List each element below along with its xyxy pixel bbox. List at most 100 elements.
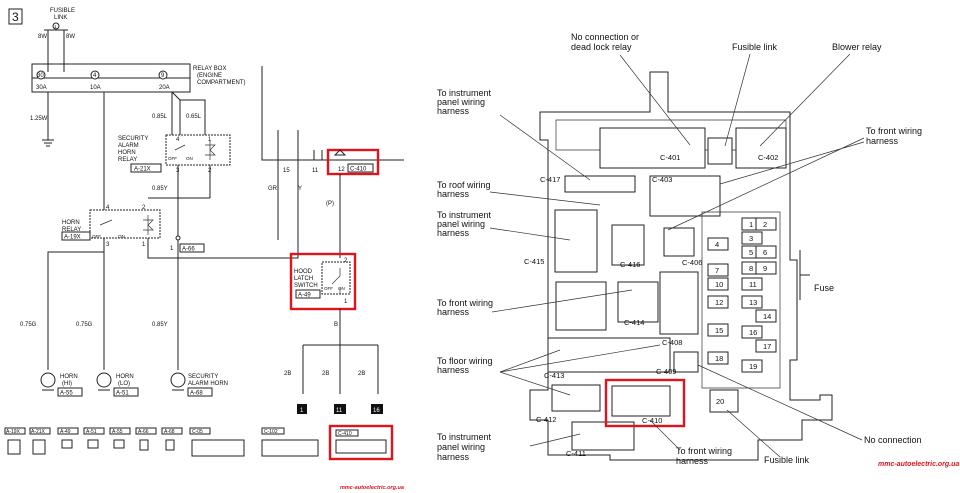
legend-connector-c410	[335, 439, 387, 454]
fuse-rating-20a: 20A	[159, 85, 170, 91]
security-relay-box	[165, 134, 231, 166]
y-label: Y	[298, 186, 302, 192]
page-number: 3	[12, 10, 19, 24]
fuse-number-3: 3	[749, 234, 753, 243]
to-front-harness-1-line-2: harness	[866, 136, 899, 146]
fusible-link-number: 1	[54, 24, 57, 29]
relay-box-label-2: (ENGINE	[197, 73, 222, 79]
legend-code-a66: A-66	[138, 429, 149, 435]
horn-hi-label-2: (HI)	[62, 381, 72, 387]
wire-8w-a: 8W	[38, 34, 47, 40]
legend-connector-a68	[165, 439, 175, 451]
relay-box-label-1: RELAY BOX	[193, 66, 226, 72]
fuse-slot-7	[707, 263, 729, 277]
fuse-number-13: 13	[749, 298, 757, 307]
wire-125w-label: 1.25W	[30, 116, 48, 122]
to-ip-harness-2-line-1: To instrument	[437, 210, 492, 220]
fuse-number-16: 16	[749, 328, 757, 337]
horn-relay-label-2: RELAY	[62, 227, 81, 233]
wire-to-horn-relay	[100, 92, 105, 216]
callout-leaders	[489, 53, 865, 458]
horn-pin-3: 3	[106, 242, 110, 248]
legend-code-box-a21x	[29, 427, 51, 435]
wire-075g-a: 0.75G	[20, 322, 37, 328]
ground-symbol-1	[42, 139, 54, 147]
fuse-number-20: 20	[716, 397, 724, 406]
wire-2b-b: 2B	[322, 371, 329, 377]
fuse-number-2: 2	[763, 220, 767, 229]
c413-slot	[547, 337, 671, 373]
to-ip-harness-3-line-3: harness	[437, 452, 470, 462]
ground-16: 16	[373, 408, 380, 414]
legend-code-a21x: A-21X	[31, 429, 46, 435]
hood-off: OFF	[324, 286, 333, 291]
no-connection-relay-label-2: dead lock relay	[571, 42, 632, 52]
to-front-harness-2-line-2: harness	[437, 307, 470, 317]
horn-on: ON	[118, 234, 125, 239]
fuse-slot-17	[755, 339, 777, 353]
fuse-label: Fuse	[814, 283, 834, 293]
fusible-link-20-slot	[709, 389, 739, 413]
wire-2b-c: 2B	[358, 371, 365, 377]
fuse-number-10: 10	[715, 280, 723, 289]
hood-label-3: SWITCH	[294, 283, 318, 289]
legend-connector-a19x	[7, 439, 21, 455]
c402-slot	[735, 127, 787, 169]
c410-code-box	[347, 163, 374, 173]
security-horn-code-box	[187, 387, 213, 397]
wire-085y-b: 0.85Y	[152, 322, 168, 328]
horn-relay-code: A-19X	[64, 235, 81, 241]
security-horn-code: A-68	[190, 391, 203, 397]
gr-label: GR	[268, 186, 278, 192]
to-ip-harness-2-line-3: harness	[437, 228, 470, 238]
horn-lo-code-box	[113, 387, 139, 397]
to-ip-harness-3-line-2: panel wiring	[437, 442, 485, 452]
c410-highlight-box-right	[604, 378, 686, 428]
hood-label-2: LATCH	[294, 276, 313, 282]
connector-legend: A-19X A-21X A-49 A-51 A-55 A-66 A-68 C-0…	[4, 424, 394, 461]
legend-connector-c102	[261, 439, 319, 457]
c403-slot	[649, 175, 721, 217]
fuse-slot-6	[755, 245, 777, 259]
label-c406: C-406	[682, 258, 702, 267]
legend-code-a68: A-68	[164, 429, 175, 435]
to-roof-harness-line-1: To roof wiring	[437, 180, 491, 190]
fuse-slot-10	[707, 277, 729, 291]
hood-on: ON	[338, 286, 345, 291]
label-c409: C-409	[656, 367, 676, 376]
watermark-right: mmc-autoelectric.org.ua	[878, 461, 959, 468]
relay-box-outline	[31, 63, 191, 93]
security-horn-symbol	[170, 372, 186, 388]
fuse-slot-11	[741, 277, 763, 291]
legend-code-box-c102	[261, 427, 285, 435]
dashed-right-frame	[261, 66, 404, 161]
fuse-code-30: 30	[37, 73, 44, 79]
legend-code-c05: C-05	[192, 429, 203, 435]
fusible-link-label-2: LINK	[54, 15, 67, 21]
hood-switch-contact	[331, 268, 341, 294]
security-pin-4: 4	[176, 137, 180, 143]
to-floor-harness-line-1: To floor wiring	[437, 356, 493, 366]
c410-arrow	[333, 149, 347, 156]
to-floor-harness-line-2: harness	[437, 365, 470, 375]
c417-slot	[564, 175, 636, 193]
a66-code: A-66	[182, 247, 195, 253]
c410-code: C-410	[350, 167, 367, 173]
horn-lo-label-1: HORN	[116, 374, 134, 380]
fusible-link-bottom-label: Fusible link	[764, 455, 810, 465]
security-relay-code-box	[130, 163, 162, 173]
fuse-slot-4	[707, 237, 729, 251]
wire-b-label: B	[334, 322, 338, 328]
label-c401: C-401	[660, 153, 680, 162]
hood-pin-2: 2	[344, 258, 348, 264]
c401-slot	[599, 127, 706, 169]
legend-code-a19x: A-19X	[6, 429, 21, 435]
fuse-number-18: 18	[715, 354, 723, 363]
c414-slot	[617, 281, 659, 323]
security-off: OFF	[168, 156, 177, 161]
label-c408: C-408	[662, 338, 682, 347]
c406-slot	[663, 227, 695, 257]
hood-code: A-49	[298, 293, 311, 299]
